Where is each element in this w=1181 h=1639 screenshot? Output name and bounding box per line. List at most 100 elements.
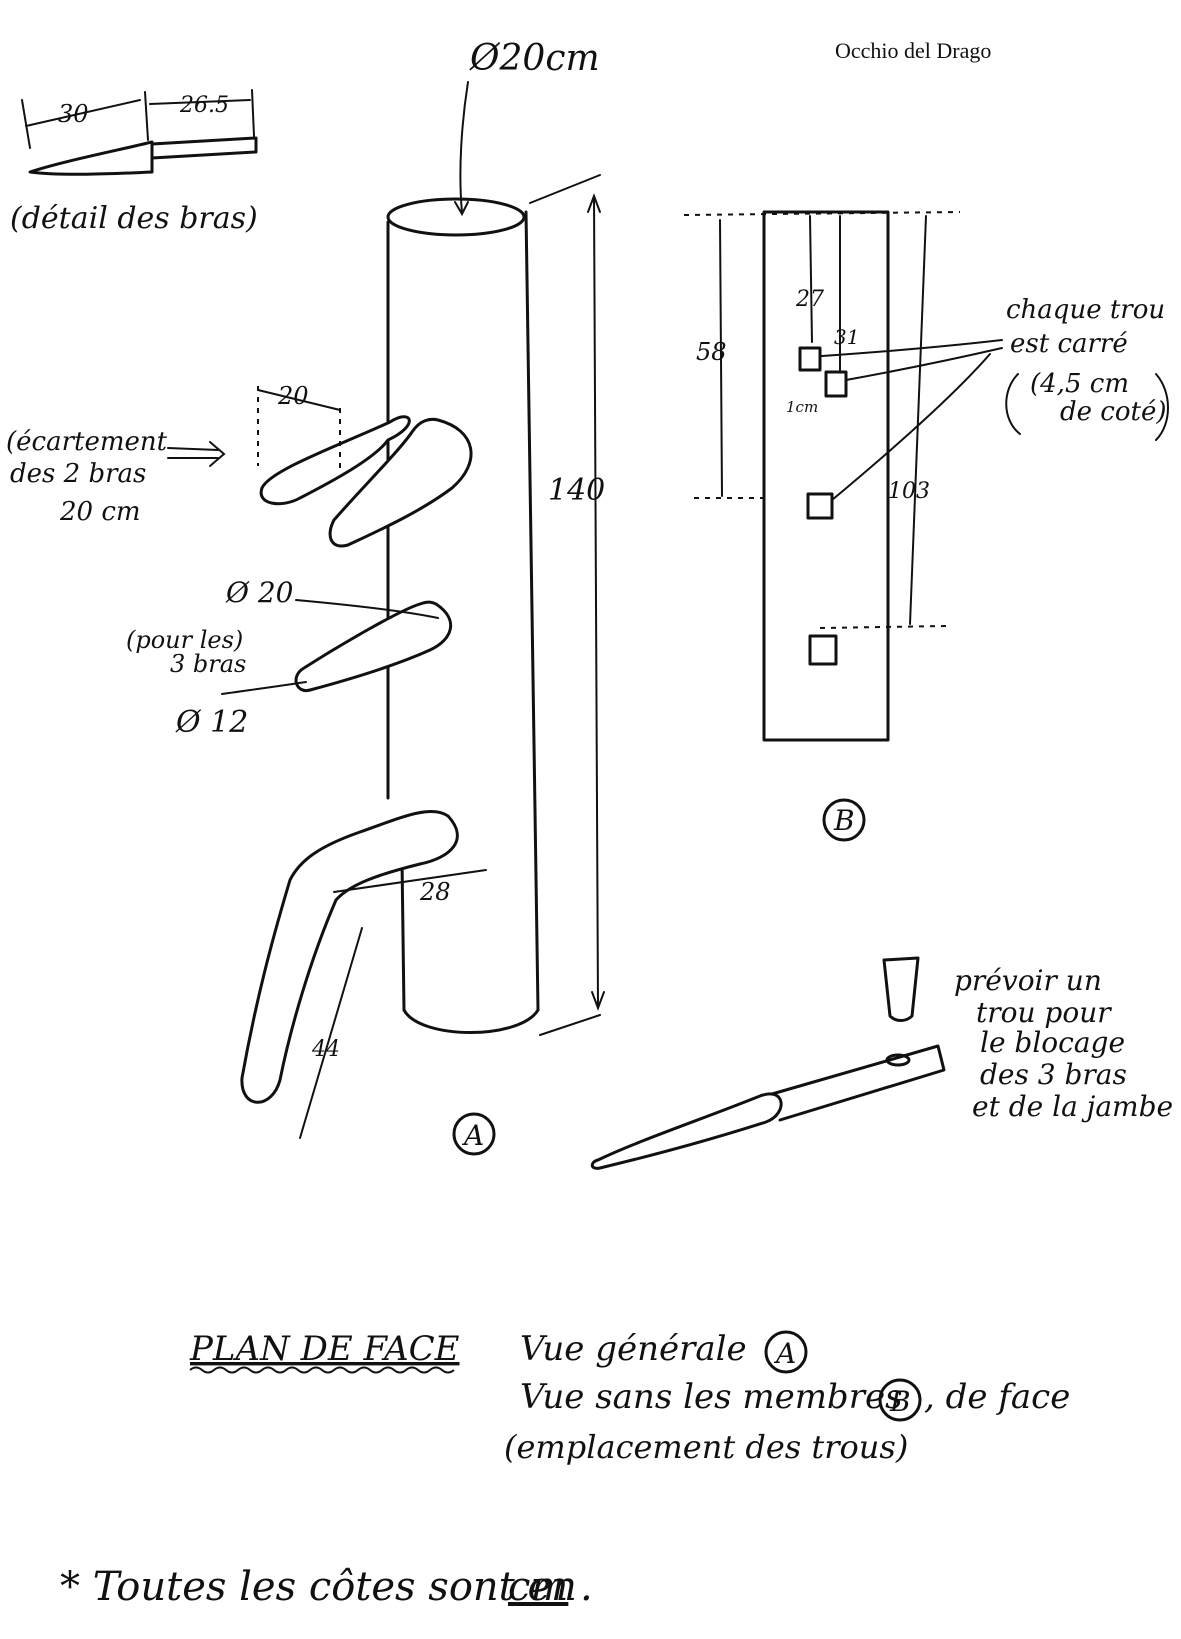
height-arrow-top [587, 193, 601, 213]
brand-text: Occhio del Drago [835, 38, 991, 63]
spacing-note-arrow [167, 441, 226, 467]
top-diameter-label: Ø20cm [469, 38, 600, 79]
dim-1cm: 1cm [786, 398, 818, 416]
arm-detail-dim-line-30 [25, 99, 141, 127]
spacing-dim-label: 20 [277, 382, 309, 410]
view-a-label: A [461, 1119, 484, 1152]
three-arms-note-line-2: 3 bras [170, 650, 246, 678]
peg-detail [590, 956, 946, 1170]
post-right-edge [524, 210, 540, 1012]
dim-31: 31 [834, 325, 859, 349]
hole-note-leader-3 [831, 353, 991, 501]
legend-ref-b-circle [878, 1378, 922, 1422]
arm-detail-ext-left [21, 99, 31, 149]
leg-dim-28: 28 [419, 878, 451, 906]
hole-note-leader-1 [821, 339, 1003, 357]
view-b-label-circle [822, 798, 866, 842]
arm-detail-dim-30: 30 [58, 100, 89, 128]
arm-detail-ext-mid [144, 91, 149, 141]
arm-detail: 30 26.5 (détail des bras) [10, 89, 258, 236]
legend-line-2: Vue sans les membres [520, 1377, 903, 1417]
arm-detail-dim-line-26 [149, 99, 251, 105]
spacing-note-line-1: (écartement [6, 427, 168, 457]
leg-dim-44-line [299, 927, 363, 1139]
middle-arm [294, 600, 453, 693]
height-arrow-bottom [591, 991, 605, 1011]
arm-detail-body [28, 140, 154, 176]
upper-right-arm [328, 417, 473, 548]
height-ext-bottom [539, 1014, 601, 1036]
hole-note: chaque trou est carré (4,5 cm de coté) [1006, 295, 1173, 427]
peg-note-line-4: des 3 bras [980, 1058, 1127, 1091]
arm-detail-tenon [150, 136, 258, 160]
hole-note-line-3: (4,5 cm [1030, 369, 1129, 399]
ref-line-103 [819, 625, 947, 629]
peg-note-line-5: et de la jambe [972, 1090, 1173, 1123]
dia-12-leader [221, 681, 307, 695]
view-b: 27 31 58 1cm 103 chaque trou est carré (… [683, 210, 1173, 842]
height-ext-top [529, 174, 601, 204]
top-diameter-arrow [454, 201, 469, 217]
hole-1 [798, 346, 822, 372]
view-a-label-circle [452, 1112, 496, 1156]
peg-note: prévoir un trou pour le blocage des 3 br… [954, 964, 1173, 1123]
footnote-unit: cm [508, 1564, 568, 1610]
leg-dim-28-line [333, 869, 487, 893]
dia-20-label: Ø 20 [225, 576, 293, 609]
dim-27: 27 [795, 287, 824, 312]
post-left-edge-lower [400, 858, 406, 1012]
three-arms-note: (pour les) 3 bras [126, 626, 251, 678]
arm-with-tenon-body [590, 1092, 783, 1170]
arm-detail-dim-26-5: 26.5 [179, 93, 229, 118]
hole-3 [806, 492, 834, 520]
hole-note-line-2: est carré [1010, 329, 1128, 359]
legend-ref-b: B [889, 1385, 911, 1418]
ref-line-top [683, 211, 961, 216]
tenon-hole [885, 1053, 911, 1067]
hole-2 [824, 370, 848, 398]
peg-note-line-2: trou pour [976, 996, 1112, 1029]
view-b-label: B [833, 804, 855, 837]
top-diameter-leader [459, 81, 469, 213]
footnote: * Toutes les côtes sont en cm . [60, 1564, 593, 1610]
peg-note-line-1: prévoir un [954, 964, 1102, 997]
hole-note-paren-right [1155, 373, 1169, 441]
arm-detail-ext-right [251, 89, 255, 137]
hole-note-paren-left [1005, 373, 1021, 435]
upper-left-arm [259, 415, 411, 506]
arm-tenon [770, 1044, 946, 1122]
spacing-note-line-2: des 2 bras [10, 459, 146, 489]
dim-103-line [909, 215, 927, 625]
dim-27-line [809, 215, 813, 343]
spacing-note-line-3: 20 cm [59, 497, 141, 527]
legend-ref-a: A [773, 1337, 796, 1370]
three-arms-note-line-1: (pour les) [126, 626, 243, 654]
footnote-suffix: . [580, 1564, 593, 1610]
legend-line-1: Vue générale [520, 1329, 747, 1369]
spacing-dim-line [257, 389, 341, 411]
dim-103: 103 [888, 479, 930, 504]
legend-ref-a-circle [764, 1330, 808, 1374]
dim-58: 58 [696, 338, 727, 366]
locking-peg [882, 956, 920, 1022]
leg [240, 810, 459, 1104]
hole-note-line-4: de coté) [1060, 397, 1167, 427]
leg-dim-44: 44 [311, 1037, 340, 1062]
view-a: Ø20cm 140 20 (écartement des 2 bras 20 c… [6, 38, 605, 1156]
height-dim-line [593, 195, 599, 1009]
legend-line-2-suffix: , de face [924, 1377, 1070, 1417]
spacing-note: (écartement des 2 bras 20 cm [6, 427, 175, 527]
legend-title: PLAN DE FACE [189, 1329, 460, 1369]
legend: PLAN DE FACE Vue générale A Vue sans les… [189, 1329, 1070, 1466]
dim-58-line [719, 219, 723, 497]
dia-12-label: Ø 12 [175, 705, 248, 740]
height-label: 140 [548, 473, 605, 508]
legend-title-underline [189, 1366, 455, 1374]
hole-note-line-1: chaque trou [1006, 295, 1165, 325]
dia-20-leader [295, 599, 439, 619]
post-top-ellipse [386, 197, 526, 237]
post-bottom-arc [402, 1008, 540, 1034]
hole-4 [808, 634, 838, 666]
legend-line-3: (emplacement des trous) [504, 1428, 908, 1466]
